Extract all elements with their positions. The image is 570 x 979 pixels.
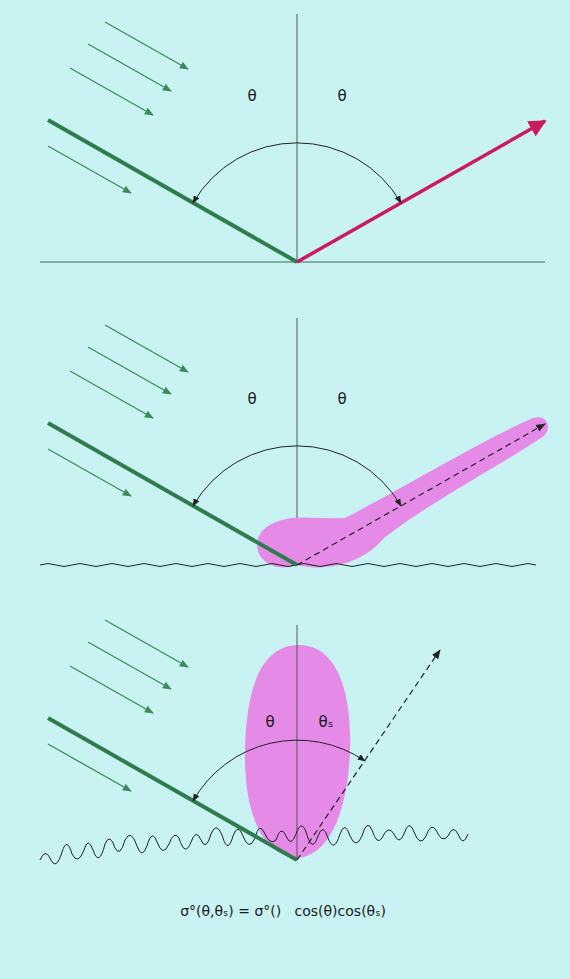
formula-caption: σ°(θ,θₛ) = σ°() cos(θ)cos(θₛ) <box>180 904 386 919</box>
angle-label: θ <box>247 391 256 408</box>
angle-label: θ <box>265 714 274 731</box>
angle-label: θ <box>247 88 256 105</box>
angle-label: θ <box>337 88 346 105</box>
specular-panel <box>40 14 545 262</box>
angle-label: θ <box>337 391 346 408</box>
very-rough-panel <box>40 620 468 864</box>
angle-label: θₛ <box>319 714 334 731</box>
slightly-rough-panel <box>40 318 548 567</box>
